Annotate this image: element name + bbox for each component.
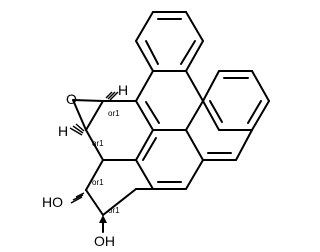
- ring-e-bonds: [135, 129, 204, 190]
- ring-f-bonds: [85, 100, 154, 216]
- epoxide-oxygen-label: O: [66, 91, 77, 107]
- ring-b-bonds: [135, 70, 204, 131]
- molecule-structure: O H H HO OH or1 or1 or1 or1: [42, 11, 270, 249]
- epoxide-h-left-label: H: [58, 123, 68, 139]
- wedge-bond-oh: [99, 215, 107, 223]
- ring-a-bonds: [135, 11, 204, 72]
- stereo-label-c2: or1: [92, 139, 104, 148]
- stereo-label-c1: or1: [108, 109, 120, 118]
- hydroxyl-left-label: HO: [42, 194, 63, 210]
- epoxide-bonds: [72, 99, 104, 131]
- ring-c-bonds: [202, 70, 270, 131]
- hydroxyl-bottom-label: OH: [94, 233, 115, 249]
- stereo-label-c3: or1: [92, 178, 104, 187]
- stereo-hashes: [69, 91, 119, 204]
- structure-canvas: O H H HO OH or1 or1 or1 or1: [42, 11, 270, 249]
- ring-d-bonds: [185, 129, 253, 161]
- stereo-label-c4: or1: [108, 206, 120, 215]
- epoxide-h-right-label: H: [118, 82, 128, 98]
